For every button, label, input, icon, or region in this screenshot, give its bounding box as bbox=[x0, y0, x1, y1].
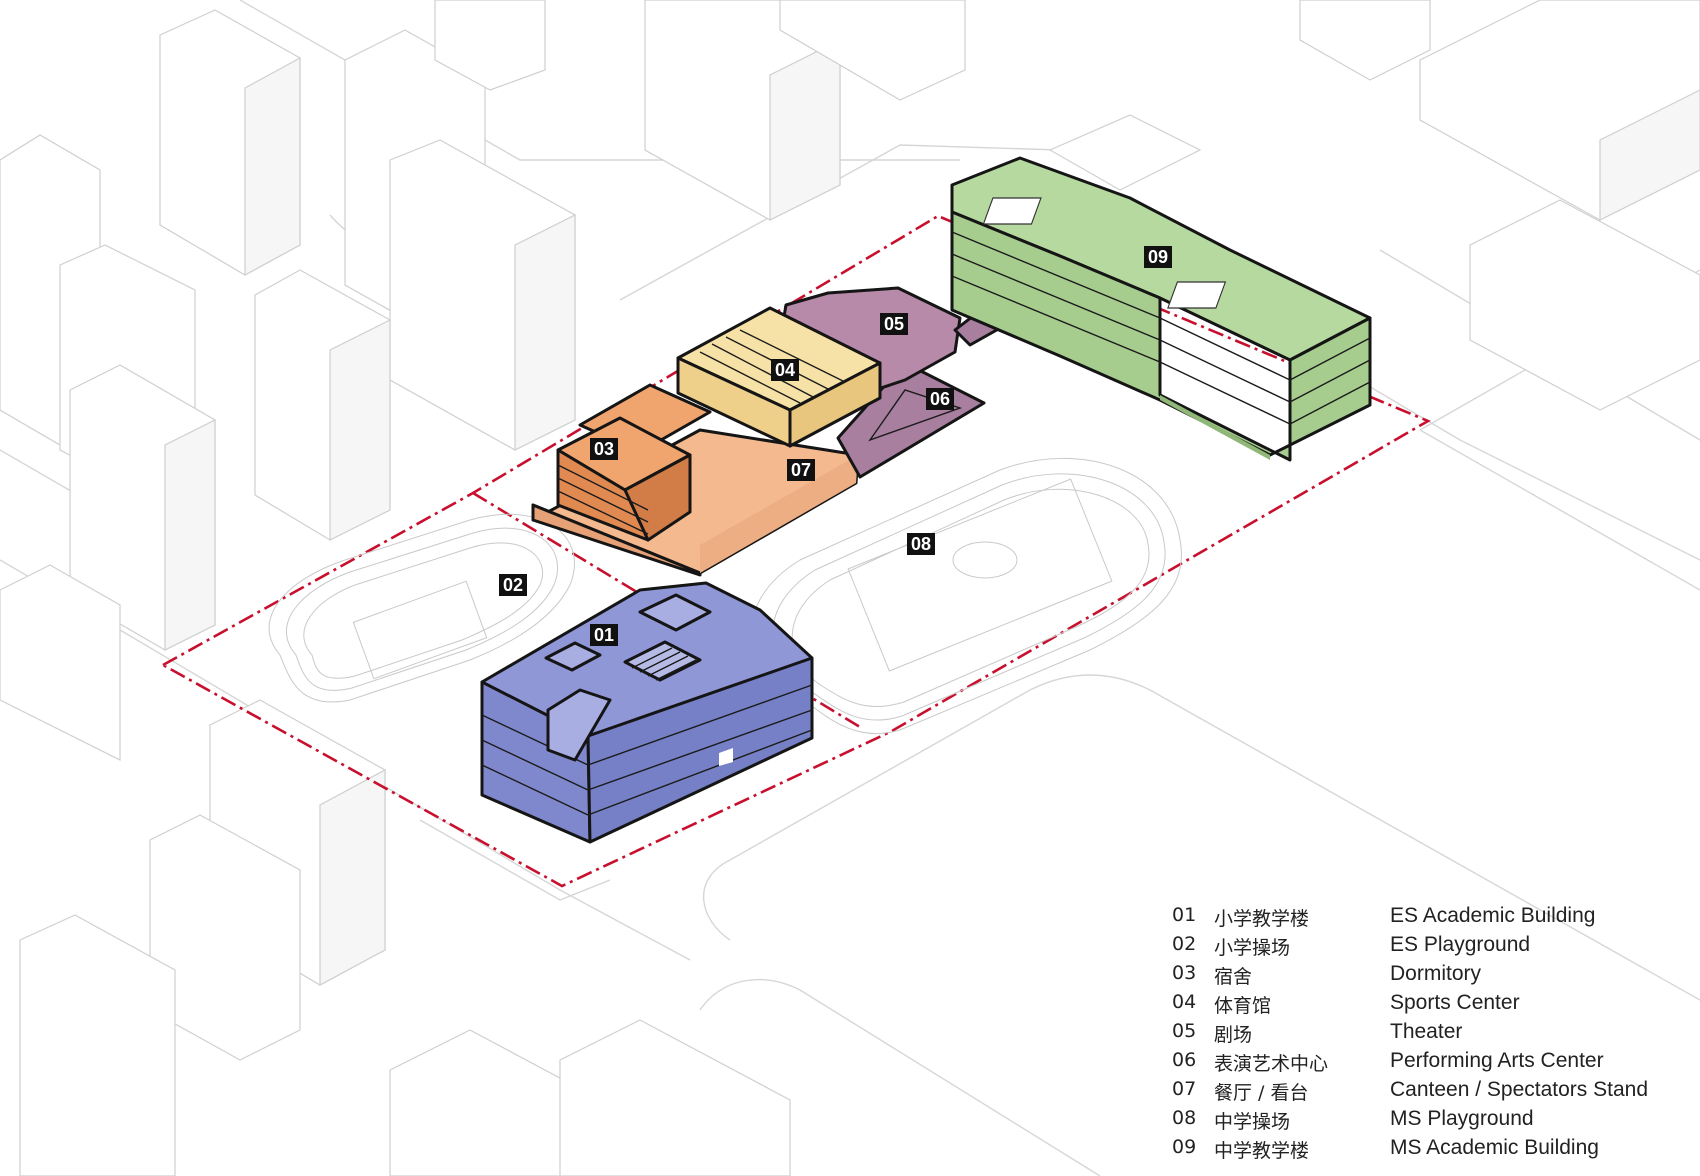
legend-chinese-label: 小学操场 bbox=[1214, 937, 1291, 959]
legend-number: 03 bbox=[1172, 962, 1197, 984]
svg-text:03: 03 bbox=[594, 439, 614, 459]
legend-english-label: Dormitory bbox=[1390, 962, 1482, 985]
legend-english-label: Theater bbox=[1390, 1020, 1463, 1043]
legend-english-label: ES Playground bbox=[1390, 933, 1531, 956]
legend-row: 08 中学操场 MS Playground bbox=[1172, 1107, 1692, 1136]
legend-number: 01 bbox=[1172, 904, 1197, 926]
legend-chinese-label: 宿舍 bbox=[1214, 966, 1253, 988]
legend-row: 01 小学教学楼 ES Academic Building bbox=[1172, 904, 1692, 933]
svg-text:07: 07 bbox=[791, 460, 811, 480]
legend-number: 09 bbox=[1172, 1136, 1197, 1158]
tag-04: 04 bbox=[771, 359, 799, 381]
legend-chinese-label: 中学教学楼 bbox=[1214, 1140, 1310, 1162]
legend-number: 08 bbox=[1172, 1107, 1197, 1129]
svg-text:02: 02 bbox=[503, 575, 523, 595]
svg-text:04: 04 bbox=[775, 360, 795, 380]
legend-row: 05 剧场 Theater bbox=[1172, 1020, 1692, 1049]
legend-chinese-label: 表演艺术中心 bbox=[1214, 1053, 1329, 1075]
tag-06: 06 bbox=[926, 388, 954, 410]
legend-row: 03 宿舍 Dormitory bbox=[1172, 962, 1692, 991]
legend-number: 05 bbox=[1172, 1020, 1197, 1042]
tag-01: 01 bbox=[590, 624, 618, 646]
legend: 01 小学教学楼 ES Academic Building 02 小学操场 ES Play… bbox=[1172, 904, 1692, 1165]
legend-chinese-label: 小学教学楼 bbox=[1214, 908, 1310, 930]
tag-08: 08 bbox=[907, 533, 935, 555]
ms-playground bbox=[751, 457, 1182, 735]
es-playground bbox=[268, 513, 575, 703]
legend-number: 07 bbox=[1172, 1078, 1197, 1100]
legend-number: 04 bbox=[1172, 991, 1197, 1013]
building-09-ms-academic bbox=[950, 156, 1372, 462]
legend-row: 07 餐厅 / 看台 Canteen / Spectators Stand bbox=[1172, 1078, 1692, 1107]
legend-english-label: Sports Center bbox=[1390, 991, 1520, 1014]
legend-english-label: MS Playground bbox=[1390, 1107, 1534, 1130]
building-07-canteen bbox=[531, 428, 860, 577]
legend-chinese-label: 餐厅 / 看台 bbox=[1214, 1082, 1309, 1104]
svg-text:09: 09 bbox=[1148, 247, 1168, 267]
legend-chinese-label: 体育馆 bbox=[1214, 995, 1272, 1017]
tag-02: 02 bbox=[499, 574, 527, 596]
legend-number: 06 bbox=[1172, 1049, 1197, 1071]
svg-text:01: 01 bbox=[594, 625, 614, 645]
legend-english-label: Canteen / Spectators Stand bbox=[1390, 1078, 1648, 1101]
svg-text:06: 06 bbox=[930, 389, 950, 409]
tag-07: 07 bbox=[787, 459, 815, 481]
legend-english-label: ES Academic Building bbox=[1390, 904, 1596, 927]
tag-05: 05 bbox=[880, 313, 908, 335]
tag-03: 03 bbox=[590, 438, 618, 460]
tag-09: 09 bbox=[1144, 246, 1172, 268]
building-03-dormitory bbox=[556, 383, 712, 542]
legend-english-label: MS Academic Building bbox=[1390, 1136, 1599, 1159]
legend-chinese-label: 剧场 bbox=[1214, 1024, 1253, 1046]
legend-chinese-label: 中学操场 bbox=[1214, 1111, 1291, 1133]
building-01-es-academic bbox=[480, 581, 814, 844]
legend-row: 09 中学教学楼 MS Academic Building bbox=[1172, 1136, 1692, 1165]
legend-english-label: Performing Arts Center bbox=[1390, 1049, 1604, 1072]
legend-number: 02 bbox=[1172, 933, 1197, 955]
legend-row: 04 体育馆 Sports Center bbox=[1172, 991, 1692, 1020]
legend-row: 02 小学操场 ES Playground bbox=[1172, 933, 1692, 962]
svg-text:08: 08 bbox=[911, 534, 931, 554]
svg-text:05: 05 bbox=[884, 314, 904, 334]
legend-row: 06 表演艺术中心 Performing Arts Center bbox=[1172, 1049, 1692, 1078]
